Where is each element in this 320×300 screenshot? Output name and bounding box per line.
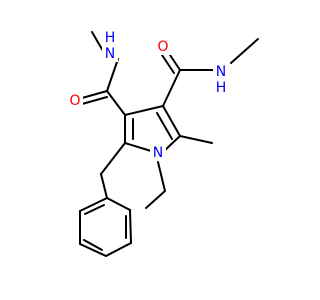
- bond-nme-right: [230, 38, 259, 64]
- amide-left-n-label: N: [105, 46, 115, 62]
- bond-amide-left-co-b: [81, 96, 108, 105]
- amide-right-o-label: O: [157, 39, 168, 55]
- bond-amide-right-co-b: [161, 54, 175, 74]
- molecule-structure: N H O N H O N: [67, 29, 259, 257]
- atom-label-amide-left-h: H: [102, 29, 118, 46]
- atom-label-amide-left-n: N: [102, 44, 118, 62]
- bond-benzene-1: [106, 197, 131, 211]
- bond-layer: [79, 31, 259, 257]
- atom-label-amide-left-o: O: [67, 91, 83, 109]
- bond-ring-c4-c5-a: [162, 105, 181, 137]
- bond-benzene-4: [79, 243, 107, 257]
- bond-ring-methyl: [179, 135, 213, 144]
- bond-amide-left-to-ring: [106, 90, 126, 116]
- bond-amide-left-co-a: [81, 90, 108, 99]
- atom-label-amide-right-h: H: [213, 79, 229, 96]
- bond-amide-right-to-ring: [162, 69, 181, 107]
- bond-benzyl-to-ring: [100, 173, 108, 199]
- bond-ring-n-c2: [124, 142, 152, 152]
- bond-ring-c4-c5-b: [156, 112, 173, 140]
- bond-benzene-2: [129, 209, 132, 244]
- bond-amide-left-n-carbonyl: [106, 58, 119, 92]
- atom-label-amide-right-o: O: [155, 37, 171, 55]
- bond-benzene-6: [79, 197, 108, 212]
- amide-left-o-label: O: [69, 93, 80, 109]
- bond-benzyl-ch2: [100, 142, 126, 175]
- bond-benzene-3: [105, 242, 132, 257]
- atom-label-ring-n: N: [150, 143, 166, 161]
- bond-n-ethyl-1: [157, 161, 166, 192]
- atom-label-amide-right-n: N: [213, 62, 229, 80]
- bond-benzene-double-2: [83, 239, 103, 251]
- bond-n-ethyl-2: [145, 190, 166, 209]
- bond-nme-left: [91, 31, 104, 52]
- ring-n-label: N: [153, 145, 163, 161]
- amide-right-h-label: H: [216, 80, 227, 96]
- bond-ring-c5-n: [163, 135, 181, 152]
- bond-benzene-double-3: [84, 204, 105, 215]
- amide-right-n-label: N: [216, 64, 226, 80]
- bond-ring-c3-c4: [124, 105, 164, 116]
- amide-left-h-label: H: [105, 30, 116, 46]
